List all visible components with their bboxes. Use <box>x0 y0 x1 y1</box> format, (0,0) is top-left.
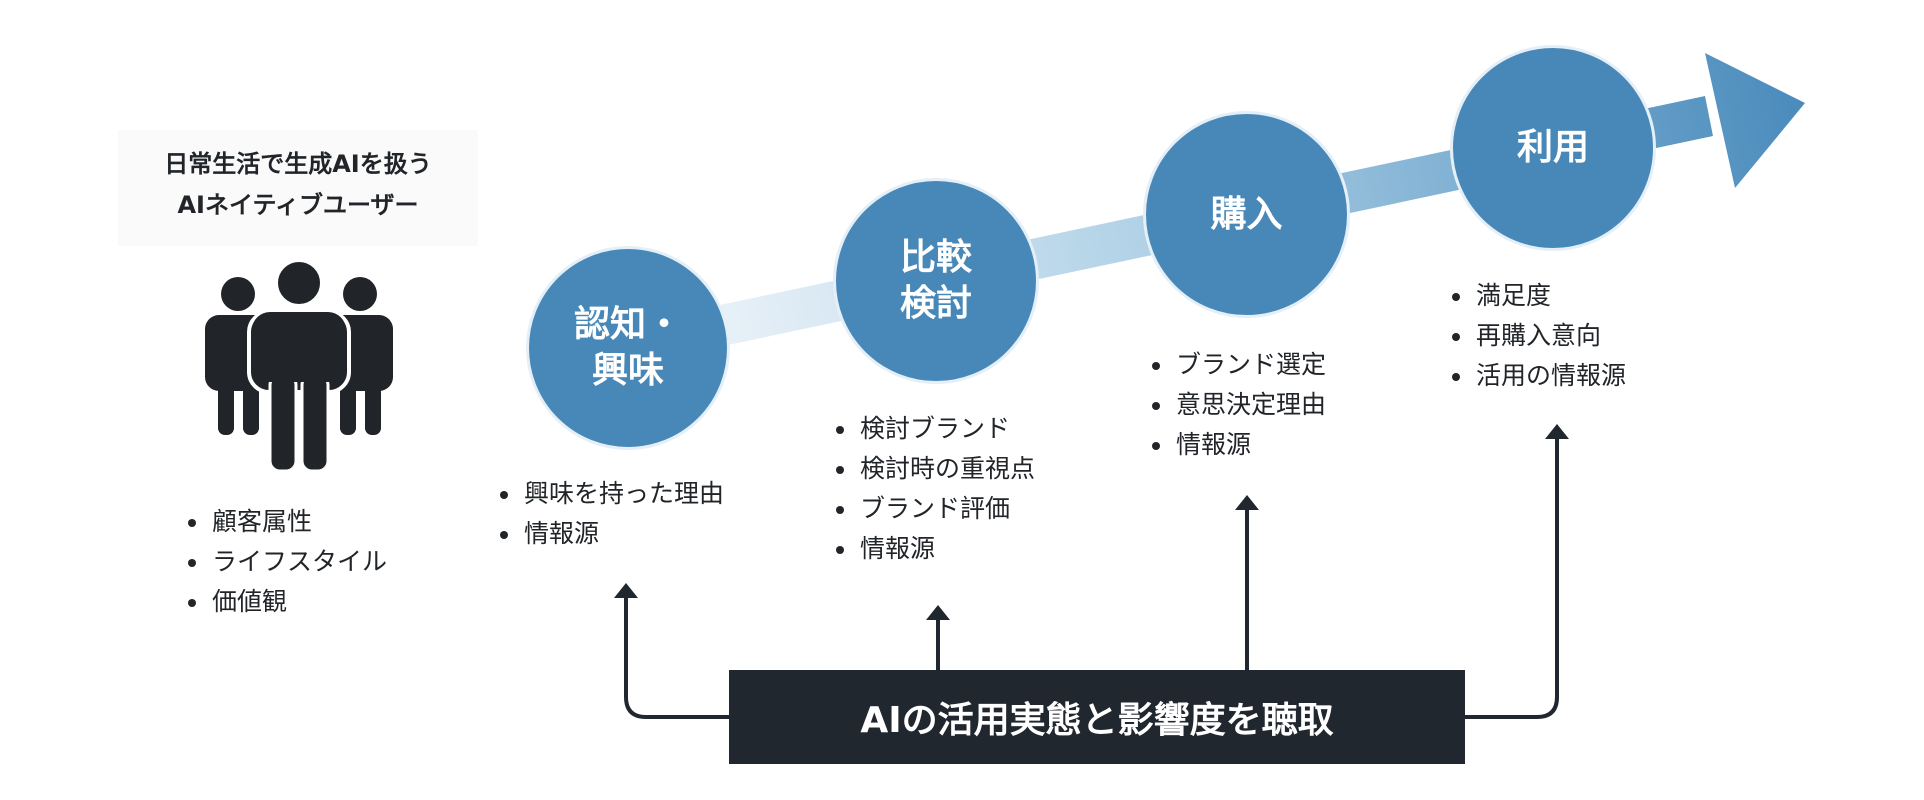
list-item: ライフスタイル <box>186 542 387 582</box>
list-item: 検討ブランド <box>834 409 1035 449</box>
connector-arrowheads <box>614 424 1569 620</box>
list-item: 意思決定理由 <box>1150 385 1326 425</box>
people-group-icon <box>205 258 393 473</box>
hearing-label: AIの活用実態と影響度を聴取 <box>860 700 1334 741</box>
stage-comparison-items: 検討ブランド 検討時の重視点 ブランド評価 情報源 <box>834 409 1035 569</box>
target-title-line-1: 日常生活で生成AIを扱う <box>164 150 432 178</box>
hearing-box: AIの活用実態と影響度を聴取 <box>729 670 1465 764</box>
list-item: 情報源 <box>1150 425 1326 465</box>
list-item: 検討時の重視点 <box>834 449 1035 489</box>
stage-purchase-items: ブランド選定 意思決定理由 情報源 <box>1150 345 1326 465</box>
list-item: ブランド評価 <box>834 489 1035 529</box>
stage-awareness-items: 興味を持った理由 情報源 <box>498 474 724 554</box>
stage-label-line: 購入 <box>1210 193 1283 235</box>
list-item: 興味を持った理由 <box>498 474 724 514</box>
stage-usage-circle: 利用 <box>1450 45 1656 251</box>
target-user-title: 日常生活で生成AIを扱う AIネイティブユーザー <box>118 130 478 246</box>
stage-label-line: 認知・ <box>573 304 682 345</box>
stage-purchase-circle: 購入 <box>1143 111 1350 318</box>
stage-label-line: 比較 <box>899 237 972 278</box>
list-item: 活用の情報源 <box>1450 356 1626 396</box>
stage-comparison-circle: 比較 検討 <box>833 178 1039 384</box>
stage-usage-items: 満足度 再購入意向 活用の情報源 <box>1450 276 1626 396</box>
list-item: 価値観 <box>186 582 387 622</box>
list-item: 情報源 <box>834 529 1035 569</box>
stage-label-line: 検討 <box>899 283 972 324</box>
list-item: 再購入意向 <box>1450 316 1626 356</box>
stage-label-line: 興味 <box>591 350 664 391</box>
list-item: ブランド選定 <box>1150 345 1326 385</box>
stage-label-line: 利用 <box>1516 127 1589 168</box>
hearing-connectors <box>624 433 1559 719</box>
list-item: 満足度 <box>1450 276 1626 316</box>
list-item: 情報源 <box>498 514 724 554</box>
stage-awareness-circle: 認知・ 興味 <box>526 246 730 450</box>
target-title-line-2: AIネイティブユーザー <box>177 191 419 219</box>
list-item: 顧客属性 <box>186 502 387 542</box>
target-attributes-list: 顧客属性 ライフスタイル 価値観 <box>186 502 387 622</box>
